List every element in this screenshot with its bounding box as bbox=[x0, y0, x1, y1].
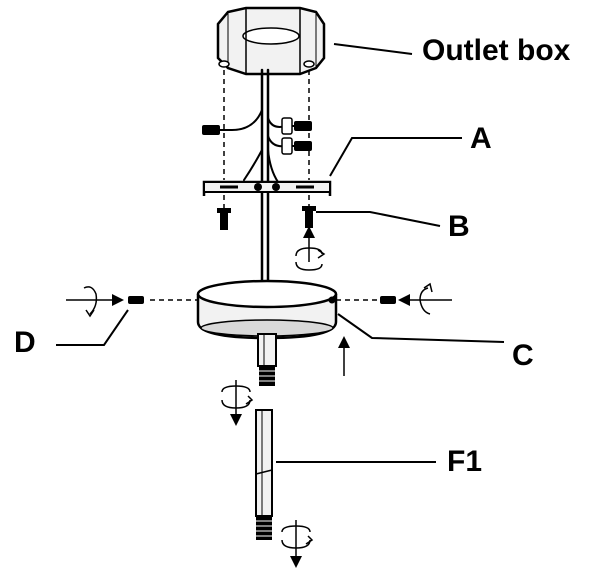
label-c: C bbox=[512, 339, 534, 372]
mounting-bracket bbox=[202, 180, 332, 196]
downrod bbox=[255, 409, 273, 540]
rotation-arrow-downrod bbox=[281, 520, 314, 568]
outlet-box bbox=[216, 6, 326, 76]
leader-d bbox=[56, 309, 129, 346]
rotation-arrow-b bbox=[295, 226, 326, 271]
downrod-coupling bbox=[257, 333, 277, 386]
label-outlet-box: Outlet box bbox=[422, 34, 571, 67]
leader-b bbox=[316, 211, 441, 227]
label-b: B bbox=[448, 210, 470, 243]
leader-c bbox=[337, 313, 505, 343]
label-a: A bbox=[470, 122, 492, 155]
leader-lines bbox=[56, 43, 505, 463]
bracket-screws bbox=[217, 206, 316, 230]
rotation-arrow-coupling bbox=[221, 380, 254, 426]
canopy bbox=[196, 279, 338, 340]
leader-a bbox=[329, 137, 462, 177]
canopy-screws bbox=[128, 296, 396, 304]
wires bbox=[219, 68, 295, 292]
label-d: D bbox=[14, 326, 36, 359]
leader-outlet-box bbox=[333, 43, 413, 55]
rotation-arrow-right bbox=[398, 282, 452, 315]
rotation-arrow-left bbox=[66, 286, 124, 318]
wire-connectors bbox=[202, 117, 312, 155]
label-f1: F1 bbox=[447, 445, 483, 478]
